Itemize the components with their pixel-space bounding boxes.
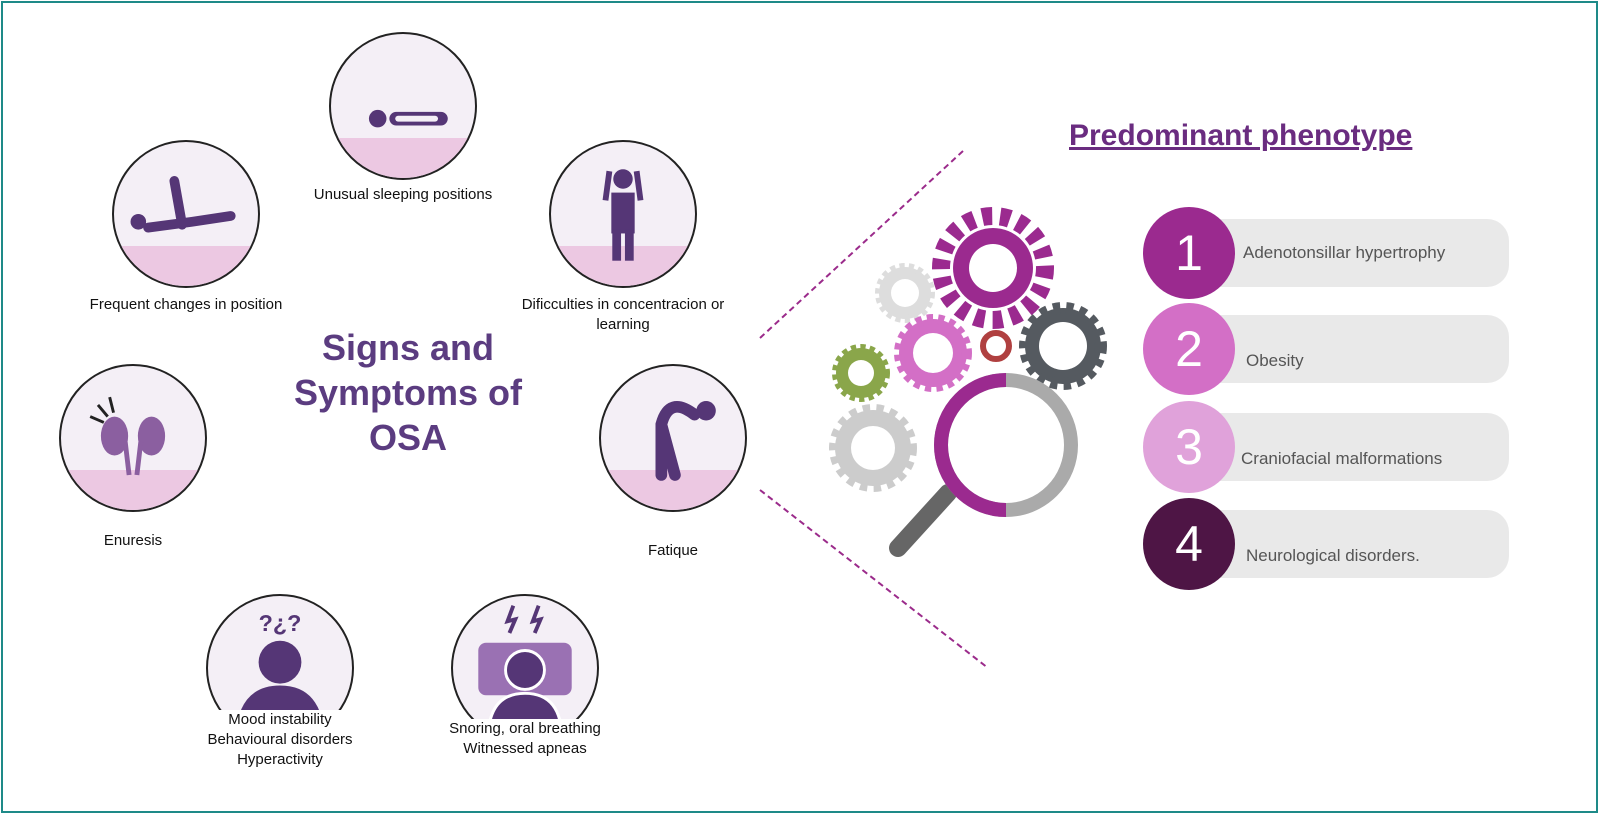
phenotype-item: 1 Adenotonsillar hypertrophy [1143, 207, 1513, 299]
symptom-label: Enuresis [103, 532, 163, 549]
phenotype-heading: Predominant phenotype [1069, 119, 1413, 152]
svg-text:?¿?: ?¿? [259, 610, 302, 636]
phenotype-text: Neurological disorders. [1246, 546, 1420, 565]
star-gear-icon [832, 344, 890, 402]
number-badge: 3 [1143, 401, 1235, 493]
main-title: Signs and Symptoms of OSA [293, 327, 523, 458]
symptom-label: Unusual sleeping positions [313, 186, 493, 203]
lying-person-icon [329, 32, 477, 180]
small-red-gear-icon [980, 330, 1012, 362]
phenotype-text: Craniofacial malformations [1241, 449, 1443, 468]
symptom-label: Frequent changes in position [89, 296, 283, 313]
tired-person-icon [599, 364, 747, 512]
tossing-person-icon [112, 140, 260, 288]
network-gear-icon [875, 263, 935, 323]
symptom-label: Fatique [647, 542, 699, 559]
number-badge: 4 [1143, 498, 1235, 590]
pin-gear-icon [894, 314, 972, 392]
symptom-label: Mood instability Behavioural disorders H… [170, 710, 390, 770]
kidneys-icon [59, 364, 207, 512]
phenotype-text: Obesity [1246, 351, 1304, 370]
number-badge: 1 [1143, 207, 1235, 299]
number-badge: 2 [1143, 303, 1235, 395]
sleeper-pillow-icon [451, 594, 599, 742]
stressed-person-icon [549, 140, 697, 288]
symptom-label: Dificculties in concentracion or learnin… [521, 296, 725, 333]
phenotype-text: Adenotonsillar hypertrophy [1243, 243, 1446, 262]
magnifier-icon [889, 373, 1078, 557]
target-gear-icon [829, 404, 917, 492]
dashed-divider [759, 150, 989, 669]
gears-magnifier-illustration [829, 207, 1107, 557]
crown-gear-icon [1019, 302, 1107, 390]
megaphone-gear-icon [932, 207, 1054, 329]
symptom-label: Snoring, oral breathing Witnessed apneas [415, 719, 635, 759]
